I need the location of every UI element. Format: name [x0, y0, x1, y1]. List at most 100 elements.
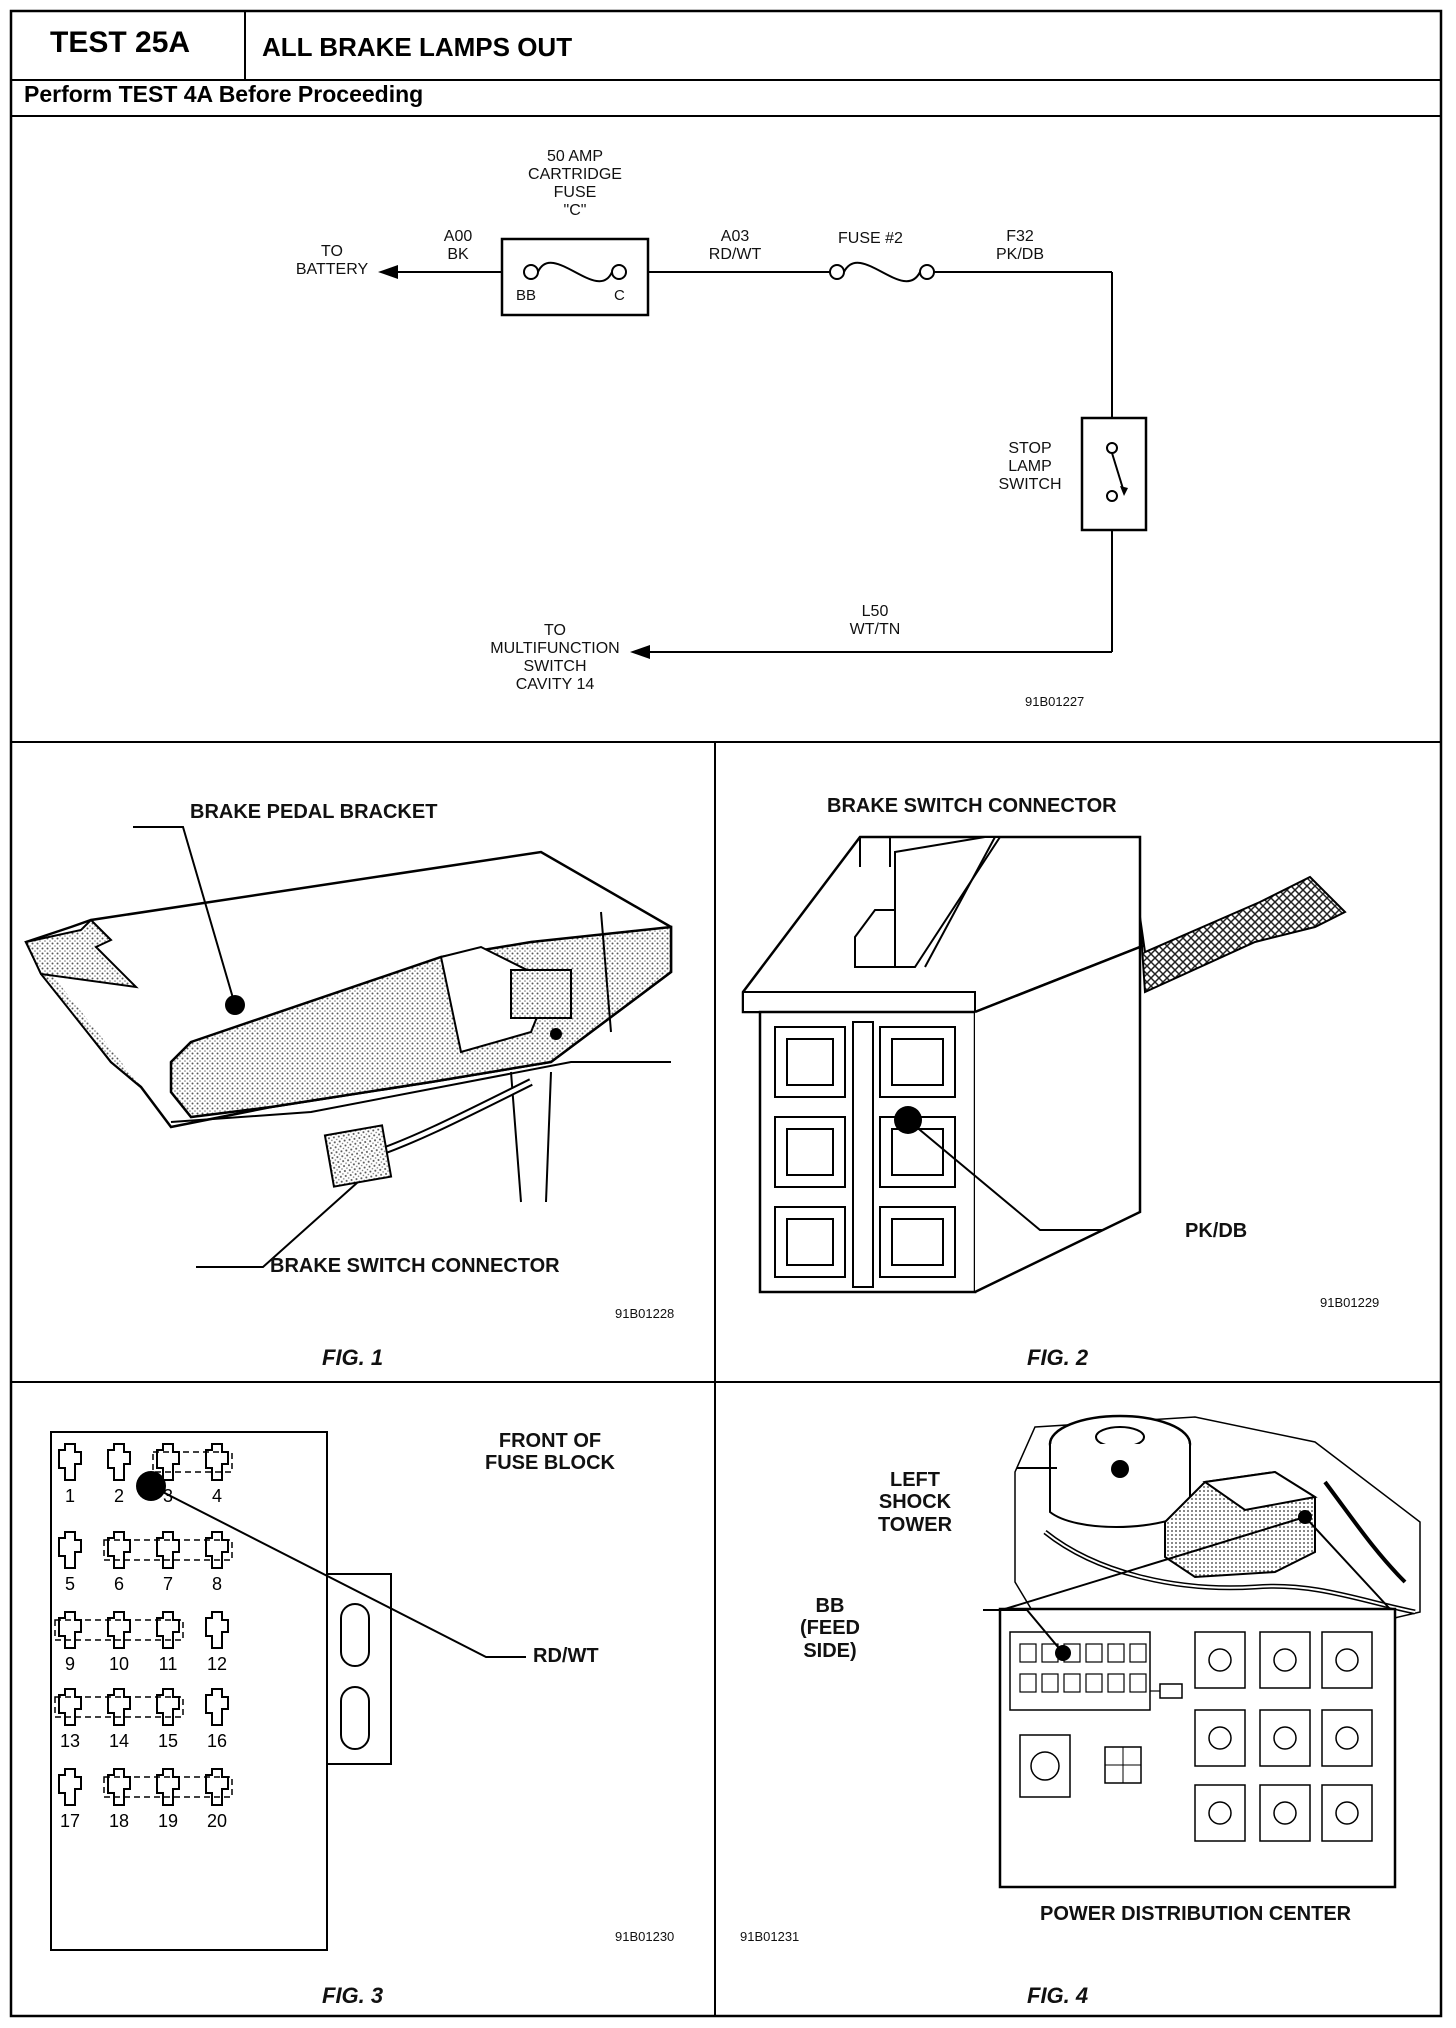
- fig3-caption: FIG. 3: [322, 1983, 384, 2008]
- fuse-cavity: [107, 1768, 131, 1806]
- stop-lamp-switch-label: STOP LAMP SWITCH: [998, 440, 1062, 493]
- cartridge-fuse-box: [500, 237, 650, 317]
- pdc-relay-terminals: [1335, 1801, 1359, 1825]
- fig1-caption: FIG. 1: [322, 1345, 384, 1370]
- battery-arrow-icon: [378, 265, 398, 279]
- brake-pedal-bracket-drawing: [24, 826, 673, 1268]
- fuse-jumper-outline: [54, 1696, 184, 1718]
- fuse-cavity: [107, 1611, 131, 1649]
- fuse-number: 6: [114, 1574, 124, 1594]
- fuse-number: 18: [109, 1811, 129, 1831]
- pdc-relay-terminals: [1273, 1726, 1297, 1750]
- fuse-cavity: [156, 1688, 180, 1726]
- fuse-c-terminal-c: C: [614, 287, 625, 304]
- brake-switch-connector-drawing: [741, 835, 1347, 1294]
- fuse-cavity: [107, 1688, 131, 1726]
- fig4-caption: FIG. 4: [1027, 1983, 1089, 2008]
- wire-f32-label: F32 PK/DB: [995, 228, 1044, 263]
- fuse-cavity: [156, 1768, 180, 1806]
- wire-l50-label: L50 WT/TN: [849, 603, 901, 638]
- fuse-cavity: [205, 1768, 229, 1806]
- pdc-relay-terminals: [1208, 1726, 1232, 1750]
- pdc-cartridge-fuse: [1085, 1673, 1103, 1693]
- pdc-relay: [1259, 1631, 1311, 1689]
- fig4-code: 91B01231: [740, 1929, 800, 1944]
- pk-db-label: PK/DB: [1185, 1220, 1248, 1242]
- fig3-code: 91B01230: [615, 1929, 675, 1944]
- fuse-number: 15: [158, 1731, 178, 1751]
- fuse-number: 2: [114, 1486, 124, 1506]
- fuse-number: 10: [109, 1654, 129, 1674]
- fuse-number: 16: [207, 1731, 227, 1751]
- fuse-cavity: [205, 1531, 229, 1569]
- engine-compartment-drawing: [983, 1414, 1421, 1889]
- test-title: ALL BRAKE LAMPS OUT: [262, 32, 573, 62]
- fig2-code: 91B01229: [1320, 1295, 1380, 1310]
- fuse-cavity: [58, 1688, 82, 1726]
- pdc-cartridge-fuse: [1107, 1673, 1125, 1693]
- left-shock-tower-label: LEFT SHOCK TOWER: [877, 1469, 953, 1536]
- cartridge-fuse-label: 50 AMP CARTRIDGE FUSE "C": [528, 148, 622, 219]
- pdc-relay-terminals: [1208, 1648, 1232, 1672]
- fuse-number: 4: [212, 1486, 222, 1506]
- fuse-number: 14: [109, 1731, 129, 1751]
- multifunction-arrow-icon: [630, 645, 650, 659]
- schematic-drawing: [378, 237, 1148, 659]
- pdc-cartridge-fuse: [1107, 1643, 1125, 1663]
- stop-lamp-switch-box: [1080, 416, 1148, 532]
- fuse-number: 8: [212, 1574, 222, 1594]
- fuse-number: 13: [60, 1731, 80, 1751]
- fuse-number: 1: [65, 1486, 75, 1506]
- pdc-cartridge-fuse: [1019, 1673, 1037, 1693]
- pdc-relay-terminals: [1208, 1801, 1232, 1825]
- fuse-cavity: [156, 1443, 180, 1481]
- fuse-number: 19: [158, 1811, 178, 1831]
- fuse-cavity: [205, 1688, 229, 1726]
- fig1-code: 91B01228: [615, 1306, 675, 1321]
- fuse-jumper-outline: [103, 1776, 233, 1798]
- fuse-2-label: FUSE #2: [838, 230, 903, 247]
- to-battery-label: TO BATTERY: [295, 243, 369, 278]
- fig2-title: BRAKE SWITCH CONNECTOR: [827, 795, 1117, 817]
- schematic-code: 91B01227: [1025, 694, 1085, 709]
- fuse-cavity: [156, 1531, 180, 1569]
- fuse-cavity: [58, 1768, 82, 1806]
- fuse-cavity: [58, 1443, 82, 1481]
- pdc-relay-terminals: [1273, 1648, 1297, 1672]
- fuse-c-terminal-bb: BB: [516, 287, 537, 304]
- fig2-caption: FIG. 2: [1027, 1345, 1089, 1370]
- fuse-number: 5: [65, 1574, 75, 1594]
- pdc-cartridge-fuse: [1019, 1643, 1037, 1663]
- pdc-cartridge-fuse: [1129, 1673, 1147, 1693]
- brake-pedal-bracket-label: BRAKE PEDAL BRACKET: [190, 801, 438, 823]
- test-id: TEST 25A: [50, 26, 191, 59]
- pdc-relay-terminals: [1273, 1801, 1297, 1825]
- pdc-cartridge-fuse: [1129, 1643, 1147, 1663]
- fuse-number: 12: [207, 1654, 227, 1674]
- fuse-cavity: [205, 1443, 229, 1481]
- fuse-number: 3: [163, 1486, 173, 1506]
- fig3-title: FRONT OF FUSE BLOCK: [485, 1430, 615, 1475]
- fuse-jumper-outline: [103, 1539, 233, 1561]
- to-multifunction-label: TO MULTIFUNCTION SWITCH CAVITY 14: [490, 622, 620, 693]
- fuse-number: 17: [60, 1811, 80, 1831]
- fuse-number: 20: [207, 1811, 227, 1831]
- fuse-number: 7: [163, 1574, 173, 1594]
- wire-a00-label: A00 BK: [443, 228, 473, 263]
- rd-wt-label: RD/WT: [533, 1645, 599, 1667]
- fuse-cavity: [107, 1531, 131, 1569]
- fuse-cavity: [107, 1443, 131, 1481]
- pdc-relay-terminals: [1335, 1648, 1359, 1672]
- brake-switch-connector-label: BRAKE SWITCH CONNECTOR: [270, 1255, 560, 1277]
- fuse-number: 11: [159, 1654, 178, 1674]
- fuse-number: 9: [65, 1654, 75, 1674]
- bb-feed-side-label: BB (FEED SIDE): [800, 1595, 860, 1662]
- prerequisite-note: Perform TEST 4A Before Proceeding: [24, 81, 424, 107]
- pdc-cartridge-fuse: [1041, 1673, 1059, 1693]
- wire-a03-label: A03 RD/WT: [708, 228, 762, 263]
- fuse-cavity: [205, 1611, 229, 1649]
- power-distribution-center-label: POWER DISTRIBUTION CENTER: [1040, 1903, 1352, 1925]
- pdc-cartridge-fuse: [1085, 1643, 1103, 1663]
